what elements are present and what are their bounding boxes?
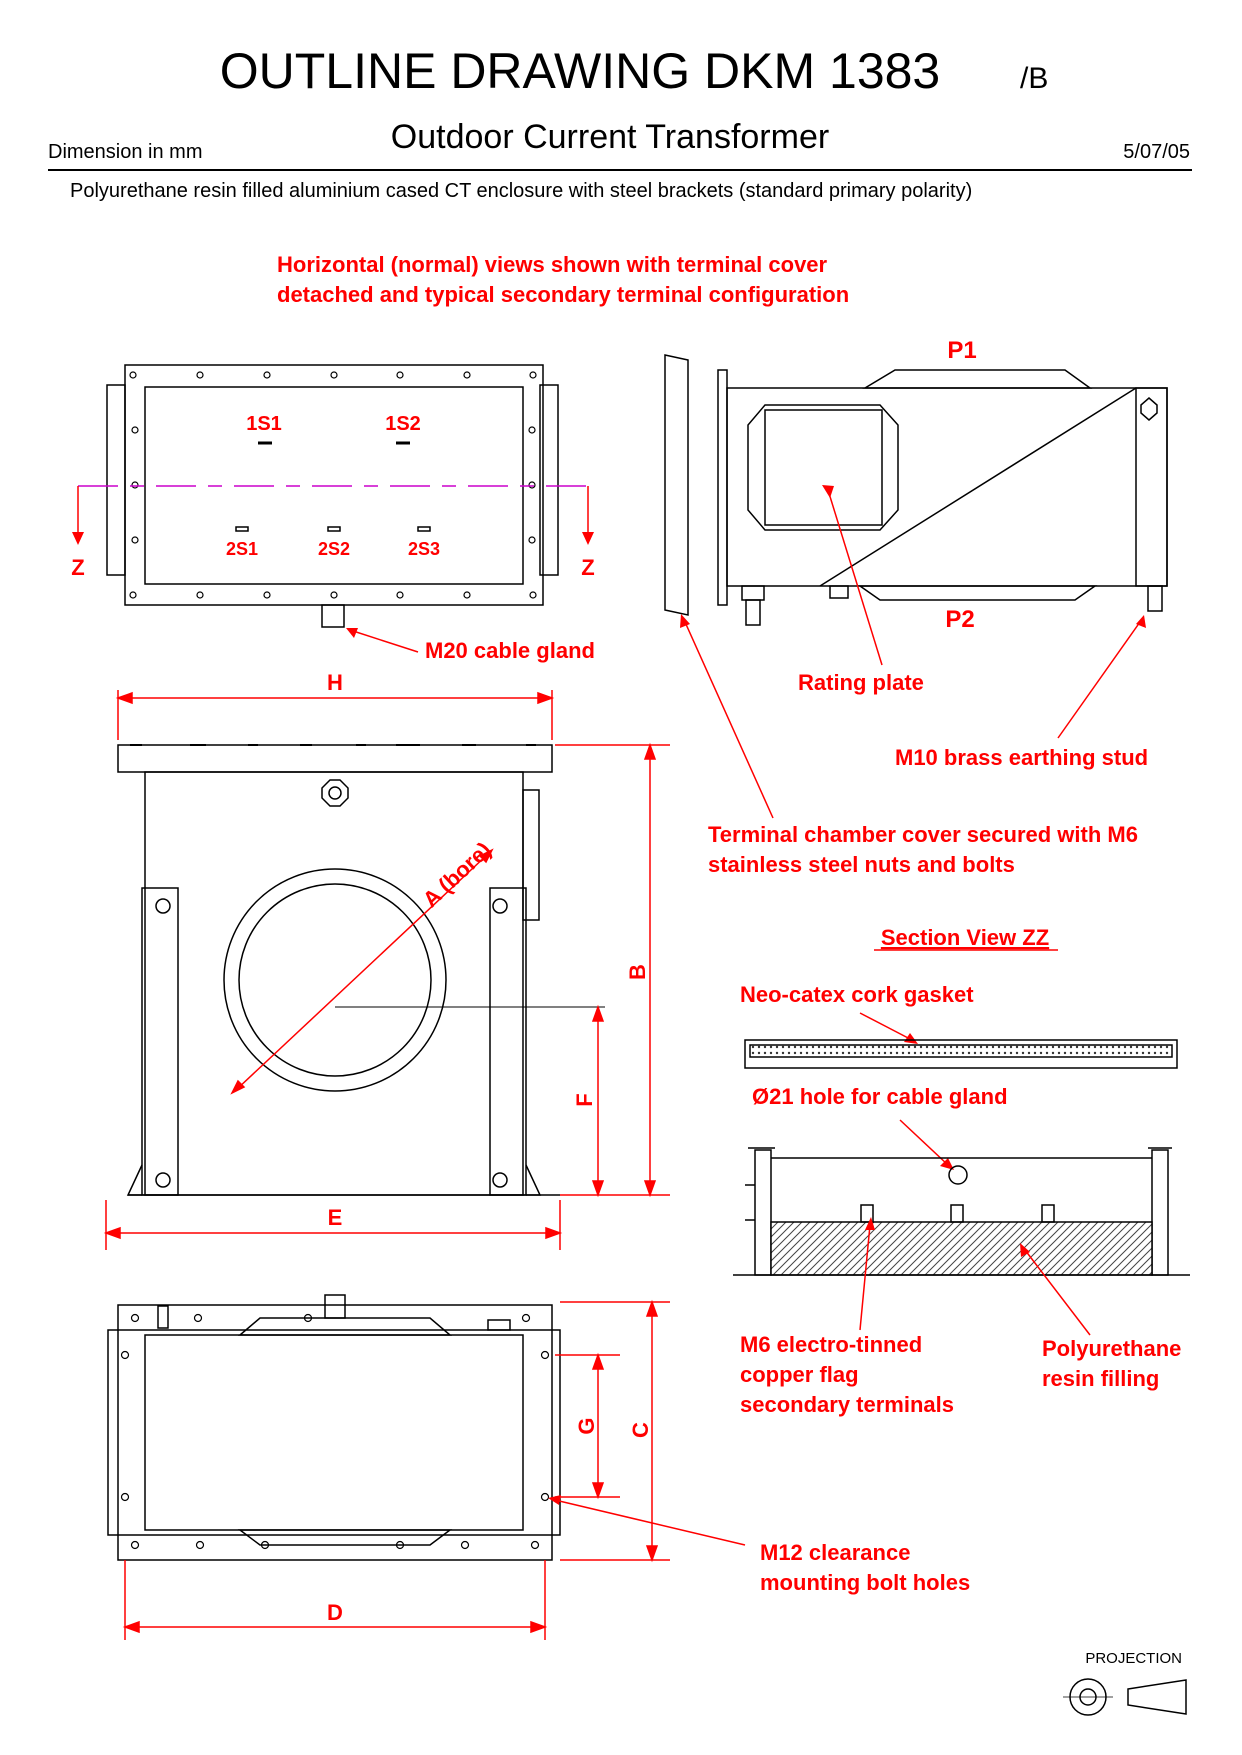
rating-plate-note: Rating plate: [798, 670, 924, 695]
primary-label-p1: P1: [947, 337, 976, 364]
section-view-title: Section View ZZ: [881, 925, 1049, 950]
secondary-terminals-note-line2: copper flag: [740, 1362, 859, 1387]
mounting-holes-note-line2: mounting bolt holes: [760, 1570, 970, 1595]
drawing-title: OUTLINE DRAWING DKM 1383: [220, 43, 941, 99]
units-note: Dimension in mm: [48, 141, 202, 163]
earthing-stud-note: M10 brass earthing stud: [895, 745, 1148, 770]
terminal-label-1s2: 1S2: [385, 413, 421, 435]
drawing-date: 5/07/05: [1123, 141, 1190, 163]
dimension-label-a-bore: A (bore): [418, 837, 496, 912]
earthing-stud-arrowhead: [1136, 615, 1146, 628]
gasket-note: Neo-catex cork gasket: [740, 982, 974, 1007]
terminal-cover-arrowhead: [680, 614, 690, 628]
drawing-subtitle: Outdoor Current Transformer: [391, 118, 829, 156]
top-view: [106, 364, 559, 628]
dimension-label-d: D: [327, 1600, 343, 1625]
terminal-label-2s1: 2S1: [226, 539, 258, 559]
resin-leader: [1024, 1249, 1091, 1336]
rating-plate-leader: [827, 489, 883, 666]
mounting-holes-note-line1: M12 clearance: [760, 1540, 910, 1565]
gland-hole-arrowhead: [940, 1158, 954, 1170]
gasket-section: [744, 1039, 1178, 1069]
cable-gland-note: M20 cable gland: [425, 638, 595, 663]
dimension-label-b: B: [625, 964, 650, 980]
dimension-label-g: G: [574, 1417, 599, 1434]
secondary-terminals-note-line1: M6 electro-tinned: [740, 1332, 922, 1357]
gasket-leader: [859, 1012, 913, 1041]
earthing-stud-leader: [1057, 621, 1141, 739]
projection-symbol-icon: [1063, 1678, 1187, 1716]
front-view: [117, 744, 605, 1196]
dimension-label-h: H: [327, 670, 343, 695]
section-marker-right: Z: [581, 555, 594, 580]
terminal-label-2s2: 2S2: [318, 539, 350, 559]
terminal-label-1s1: 1S1: [246, 413, 282, 435]
rating-plate-arrowhead: [822, 485, 834, 498]
resin-note-line2: resin filling: [1042, 1366, 1159, 1391]
cable-gland-arrowhead: [346, 628, 358, 638]
terminal-cover-note-line1: Terminal chamber cover secured with M6: [708, 822, 1138, 847]
bottom-view-dimensions: [122, 1299, 670, 1640]
primary-label-p2: P2: [945, 606, 974, 633]
views-note-line1: Horizontal (normal) views shown with ter…: [277, 252, 828, 277]
gland-hole-note: Ø21 hole for cable gland: [752, 1084, 1008, 1109]
dimension-label-c: C: [628, 1422, 653, 1438]
section-marker-left: Z: [71, 555, 84, 580]
title-block: OUTLINE DRAWING DKM 1383 /B Outdoor Curr…: [48, 43, 1192, 202]
views-note-line2: detached and typical secondary terminal …: [277, 282, 849, 307]
secondary-terminals-arrowhead: [865, 1217, 875, 1230]
flange-bolt-holes: [129, 371, 537, 599]
side-view: [664, 354, 1168, 626]
section-line-zz: [72, 485, 594, 545]
terminal-label-2s3: 2S3: [408, 539, 440, 559]
resin-arrowhead: [1020, 1243, 1030, 1257]
secondary-terminals-leader: [859, 1224, 871, 1331]
drawing-description: Polyurethane resin filled aluminium case…: [70, 180, 972, 202]
resin-note-line1: Polyurethane: [1042, 1336, 1181, 1361]
bottom-view: [107, 1294, 561, 1561]
mounting-holes-arrowhead: [548, 1495, 561, 1505]
projection-label: PROJECTION: [1085, 1650, 1182, 1667]
dimension-label-e: E: [328, 1205, 343, 1230]
revision-label: /B: [1020, 62, 1048, 95]
secondary-terminals-note-line3: secondary terminals: [740, 1392, 954, 1417]
terminal-cover-note-line2: stainless steel nuts and bolts: [708, 852, 1015, 877]
terminal-cover-leader: [684, 621, 774, 819]
dimension-label-f: F: [572, 1093, 597, 1106]
section-zz-enclosure: [733, 1147, 1190, 1276]
front-view-dimensions: [103, 690, 670, 1250]
cable-gland-leader: [349, 629, 419, 653]
mounting-holes-leader: [554, 1499, 746, 1546]
gasket-arrowhead: [904, 1033, 918, 1044]
